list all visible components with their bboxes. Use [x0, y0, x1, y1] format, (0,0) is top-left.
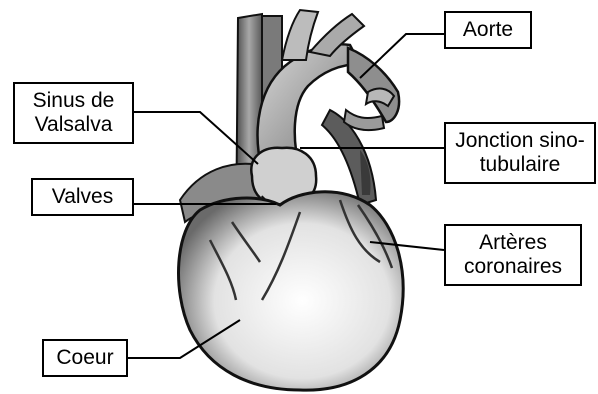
label-valves: Valves [31, 178, 134, 216]
label-aorte-text: Aorte [463, 18, 513, 42]
label-arteres-coronaires: Artères coronaires [444, 224, 582, 286]
label-coeur-text: Coeur [56, 346, 113, 370]
label-arteres-line1: Artères [479, 231, 547, 255]
label-sinus-line2: Valsalva [35, 113, 113, 137]
label-aorte: Aorte [444, 11, 532, 49]
label-coeur: Coeur [42, 339, 128, 377]
label-valves-text: Valves [52, 185, 113, 209]
label-sinus-line1: Sinus de [33, 89, 115, 113]
label-sinus-de-valsalva: Sinus de Valsalva [13, 82, 134, 144]
label-arteres-line2: coronaires [464, 255, 562, 279]
label-jonction-sino-tubulaire: Jonction sino- tubulaire [444, 122, 596, 184]
label-jonction-line1: Jonction sino- [455, 129, 585, 153]
label-jonction-line2: tubulaire [480, 153, 561, 177]
